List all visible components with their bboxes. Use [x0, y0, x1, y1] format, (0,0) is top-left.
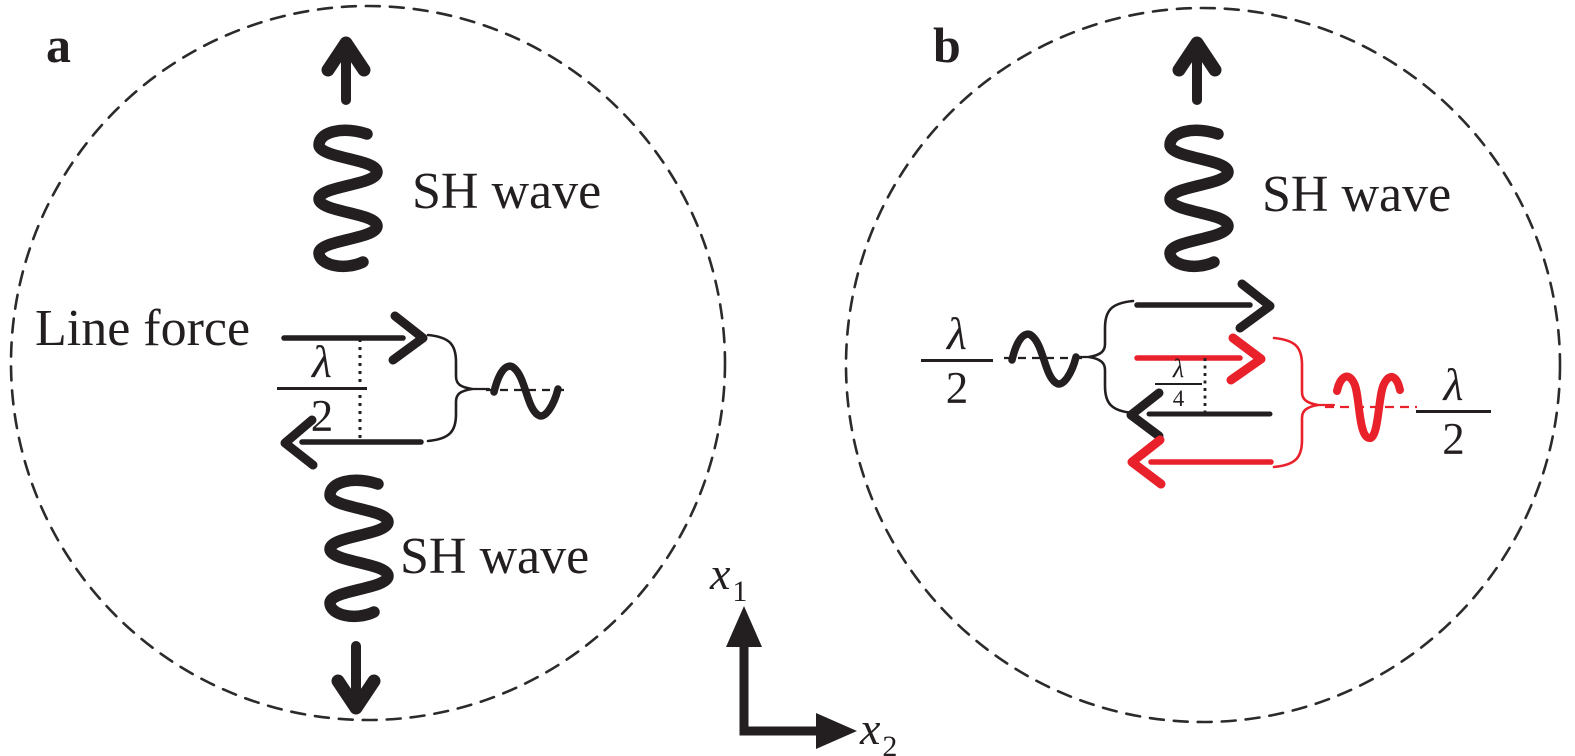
panel-b-red-brace-icon	[1272, 336, 1336, 469]
fraction-numerator: λ	[1443, 359, 1464, 410]
panel-a-half-wavelength-fraction: λ 2	[277, 339, 367, 439]
fraction-bar	[921, 359, 993, 362]
panel-b-dashed-circle	[844, 6, 1562, 724]
fraction-denominator: 2	[310, 391, 334, 441]
panel-b-black-left-arrow-icon	[1126, 388, 1273, 441]
x1-axis-label: x1	[710, 551, 747, 607]
panel-a-bottom-sh-wave-squiggle-icon	[330, 480, 388, 616]
panel-a-down-arrow-icon	[331, 641, 381, 715]
panel-a-bottom-sh-wave-label: SH wave	[400, 528, 590, 585]
panel-a-label: a	[46, 17, 71, 73]
x2-axis-base: x	[860, 703, 881, 754]
panel-a-top-sh-wave-squiggle-icon	[319, 130, 377, 266]
line-force-label: Line force	[35, 300, 251, 357]
panel-a-brace-icon	[426, 333, 491, 443]
fraction-denominator: 4	[1172, 386, 1185, 412]
x2-axis-subscript: 2	[882, 730, 898, 756]
panel-b-right-half-wavelength-fraction: λ 2	[1416, 362, 1491, 462]
panel-a-top-sh-wave-label: SH wave	[412, 163, 602, 220]
panel-b-label: b	[933, 17, 961, 73]
fraction-bar	[1155, 383, 1202, 386]
panel-a-up-arrow-icon	[321, 36, 371, 105]
coordinate-axes-icon	[726, 606, 857, 749]
panel-b-quarter-wavelength-fraction: λ 4	[1155, 356, 1202, 410]
x2-axis-label: x2	[860, 706, 897, 756]
panel-a-dashed-circle	[9, 4, 727, 722]
fraction-numerator: λ	[947, 308, 967, 359]
panel-b-black-brace-icon	[1074, 299, 1135, 415]
fraction-denominator: 2	[945, 363, 969, 413]
fraction-numerator: λ	[312, 336, 332, 387]
fraction-bar	[277, 387, 367, 390]
x1-axis-subscript: 1	[732, 575, 748, 608]
fraction-bar	[1416, 410, 1491, 413]
x1-axis-base: x	[710, 548, 731, 599]
fraction-denominator: 2	[1442, 414, 1465, 464]
panel-b-red-shifted-wave-icon	[1333, 372, 1404, 442]
panel-a-left-arrow-icon	[280, 415, 424, 470]
panel-b-sh-wave-label: SH wave	[1262, 166, 1452, 223]
panel-b-red-right-arrow-icon	[1134, 333, 1266, 385]
panel-b-black-right-arrow-icon	[1134, 279, 1275, 333]
panel-a-line-force-right-arrow-icon	[281, 311, 428, 365]
fraction-numerator: λ	[1172, 354, 1185, 383]
panel-b-up-arrow-icon	[1172, 36, 1222, 105]
panel-b-sh-wave-squiggle-icon	[1170, 130, 1228, 266]
panel-b-red-left-arrow-icon	[1127, 435, 1274, 489]
panel-b-left-half-wavelength-fraction: λ 2	[921, 311, 993, 411]
